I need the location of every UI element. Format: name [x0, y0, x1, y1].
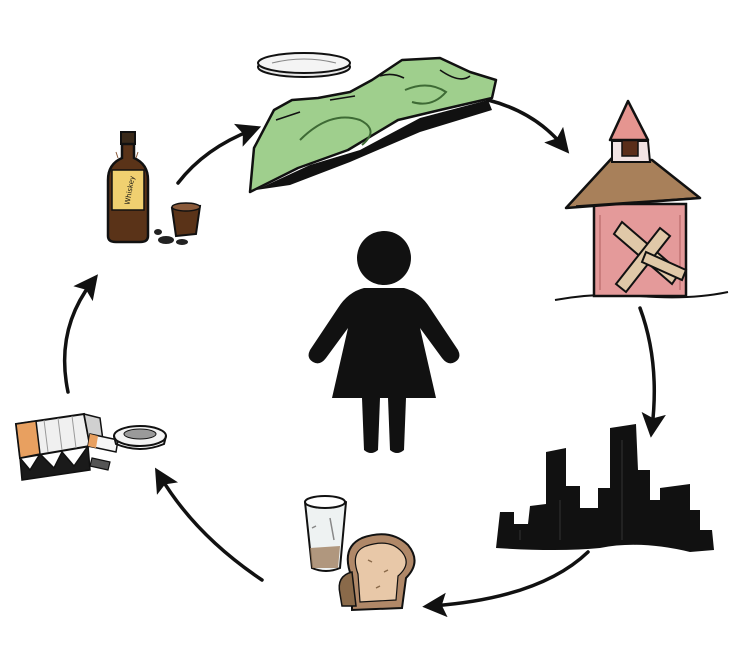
woman-silhouette-icon [308, 231, 460, 453]
bread-slices-icon [338, 533, 416, 612]
ashtray-icon [113, 425, 167, 450]
wooden-boards-icon [612, 220, 688, 294]
arrow-cigarettes-to-alcohol [62, 274, 98, 394]
water-glass-icon [303, 495, 348, 572]
cigarettes-and-ashtray-icon [14, 412, 167, 481]
cycle-arrows [62, 98, 666, 618]
liquor-bottle-icon: Whiskey [106, 131, 150, 244]
coin-icon [257, 52, 351, 78]
bread-and-water-icon [303, 495, 416, 612]
city-skyline-icon [496, 424, 714, 552]
arrow-money-to-church [486, 98, 570, 154]
spilled-liquid-icon [154, 229, 188, 245]
cash-and-coin-icon [248, 52, 498, 194]
shot-glass-icon [170, 202, 202, 238]
arrow-city-to-bread [422, 550, 590, 618]
arrow-alcohol-to-money [176, 123, 262, 185]
liquor-bottle-and-shot-glass-icon: Whiskey [106, 131, 202, 245]
banknotes-icon [248, 56, 498, 194]
arrow-church-to-city [638, 306, 666, 438]
loose-cigarettes-icon [87, 433, 119, 471]
boarded-up-church-icon [554, 99, 729, 301]
arrow-bread-to-cigarettes [154, 467, 264, 582]
